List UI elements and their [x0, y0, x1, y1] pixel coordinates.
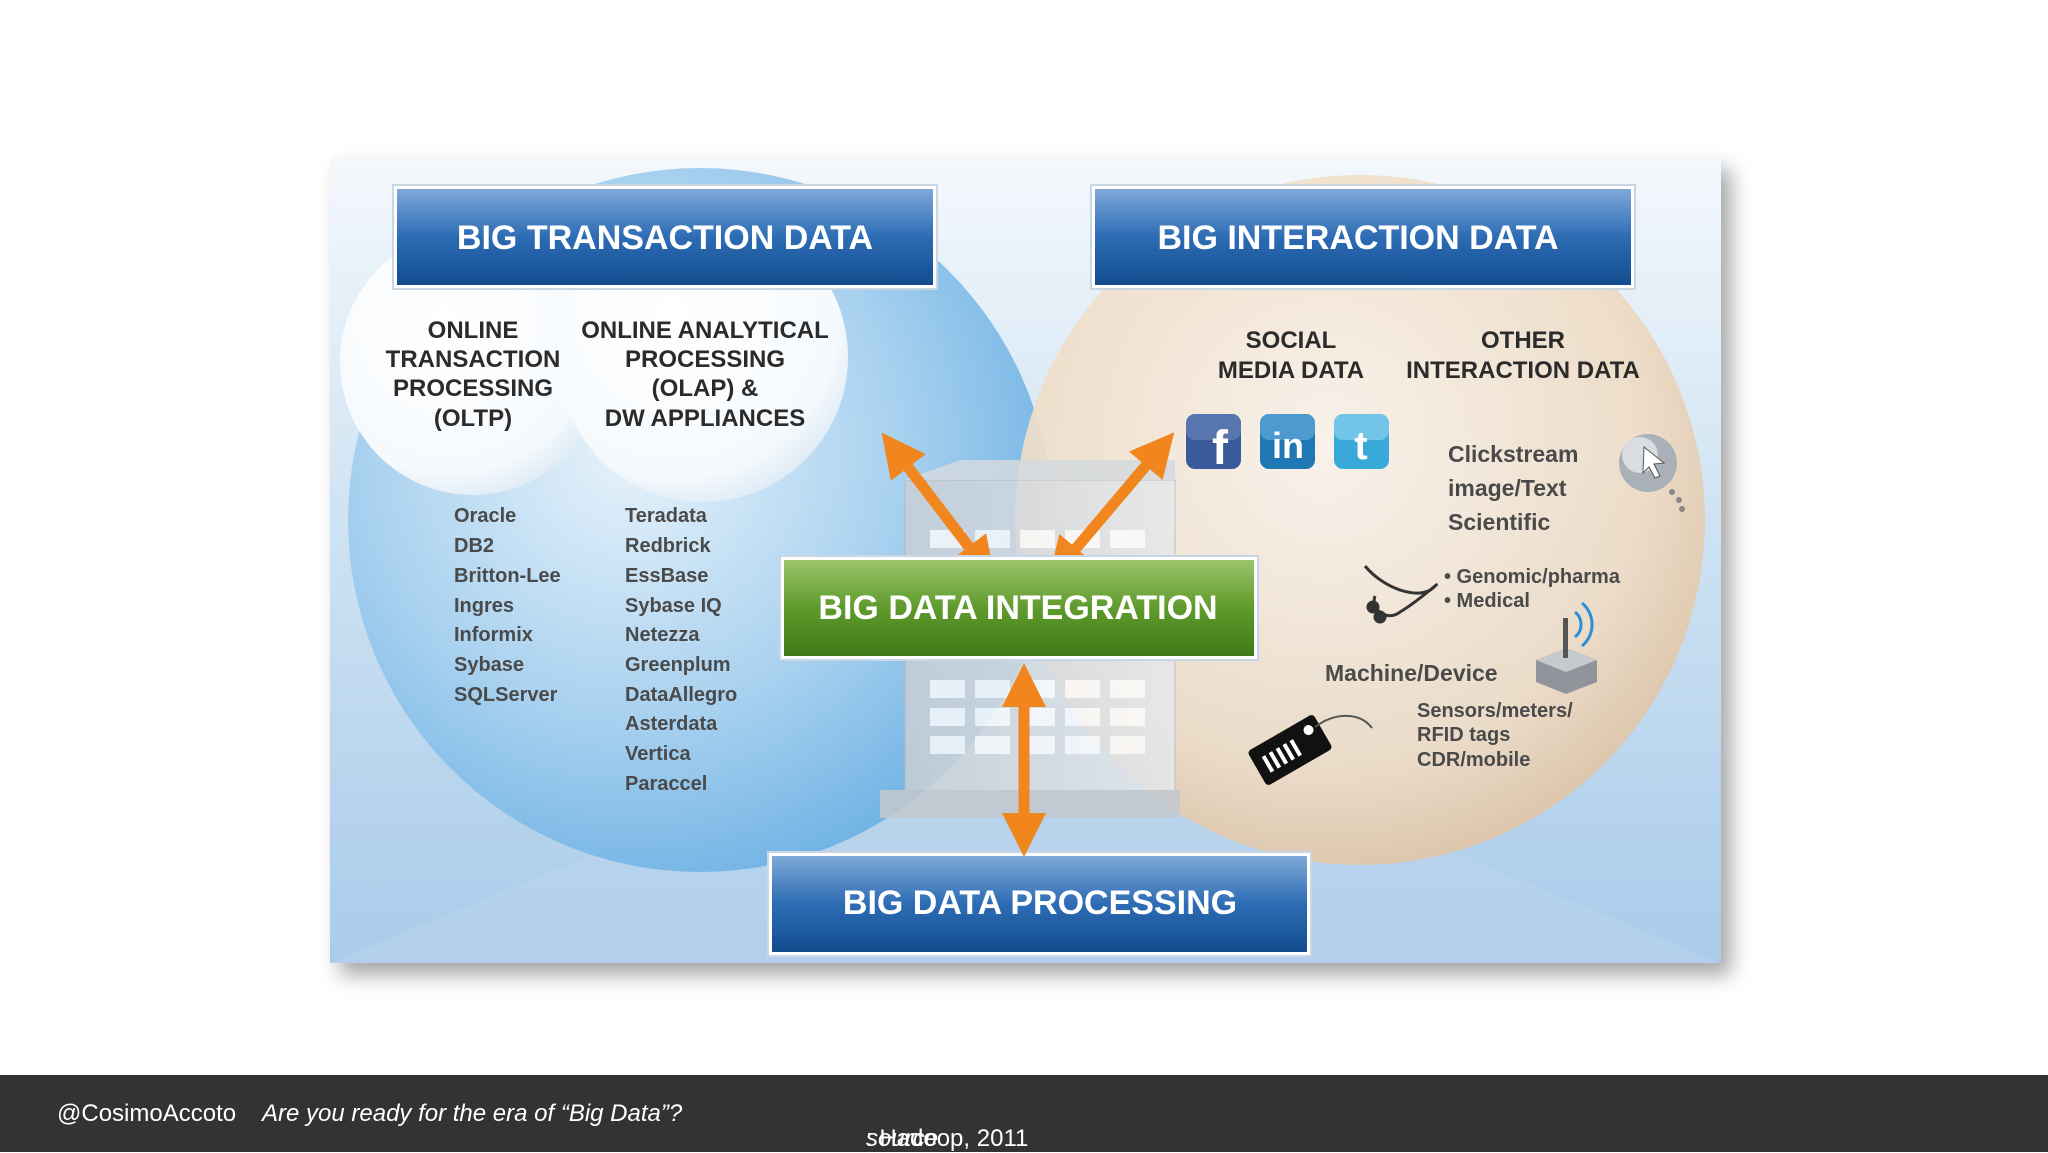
- slide: BIG TRANSACTION DATA BIG INTERACTION DAT…: [330, 157, 1721, 963]
- source-label: source: [866, 1125, 939, 1152]
- machine-item: Sensors/meters/: [1417, 700, 1573, 722]
- linkedin-icon: in: [1260, 414, 1315, 469]
- olap-item: EssBase: [625, 565, 708, 587]
- svg-text:t: t: [1354, 424, 1367, 468]
- olap-item: Sybase IQ: [625, 595, 722, 617]
- olap-title-line: DW APPLIANCES: [605, 405, 805, 432]
- olap-item: Paraccel: [625, 773, 707, 795]
- oltp-item: DB2: [454, 535, 494, 557]
- twitter-icon: t: [1334, 414, 1389, 469]
- oltp-title-line: PROCESSING: [393, 375, 553, 402]
- interaction-header: BIG INTERACTION DATA: [1090, 184, 1636, 290]
- oltp-item: Ingres: [454, 595, 514, 617]
- wireless-device-icon: [1536, 601, 1597, 694]
- social-title-line: MEDIA DATA: [1218, 357, 1364, 384]
- big-data-diagram: BIG TRANSACTION DATA BIG INTERACTION DAT…: [330, 157, 1721, 963]
- processing-header-label: BIG DATA PROCESSING: [843, 884, 1237, 922]
- olap-title-line: PROCESSING: [625, 346, 785, 373]
- oltp-title-line: TRANSACTION: [386, 346, 561, 373]
- olap-item: Vertica: [625, 743, 691, 765]
- oltp-item: Sybase: [454, 654, 524, 676]
- source-value: : Hadoop, 2011: [866, 1125, 1029, 1152]
- transaction-header-label: BIG TRANSACTION DATA: [457, 219, 873, 257]
- olap-item: Greenplum: [625, 654, 731, 676]
- machine-device-label: Machine/Device: [1325, 660, 1498, 686]
- social-title-line: SOCIAL: [1246, 327, 1337, 354]
- footer-bar: @CosimoAccoto Are you ready for the era …: [0, 1075, 2048, 1152]
- clickstream-list: Clickstream image/Text Scientific: [1448, 441, 1578, 535]
- olap-item: DataAllegro: [625, 684, 737, 706]
- olap-title-line: ONLINE ANALYTICAL: [581, 317, 829, 344]
- oltp-title: ONLINE TRANSACTION PROCESSING (OLTP): [386, 317, 561, 432]
- social-title: SOCIAL MEDIA DATA: [1218, 327, 1364, 384]
- integration-box: BIG DATA INTEGRATION: [779, 555, 1259, 661]
- other-title: OTHER INTERACTION DATA: [1406, 327, 1640, 384]
- oltp-item: Britton-Lee: [454, 565, 561, 587]
- other-title-line: OTHER: [1481, 327, 1565, 354]
- globe-icon: [1619, 434, 1685, 512]
- genomic-list: • Genomic/pharma • Medical: [1444, 566, 1621, 612]
- genomic-item: • Medical: [1444, 590, 1530, 612]
- clickstream-item: Scientific: [1448, 509, 1550, 535]
- slide-title: Are you ready for the era of “Big Data”?: [262, 1100, 683, 1127]
- svg-text:f: f: [1212, 422, 1229, 475]
- processing-header: BIG DATA PROCESSING: [767, 851, 1312, 957]
- arrow-transaction: [881, 432, 996, 582]
- integration-label: BIG DATA INTEGRATION: [818, 589, 1217, 627]
- transaction-header: BIG TRANSACTION DATA: [392, 184, 938, 290]
- olap-item: Netezza: [625, 624, 700, 646]
- stethoscope-icon: [1363, 565, 1438, 624]
- facebook-icon: f: [1186, 414, 1241, 475]
- oltp-title-line: ONLINE: [428, 317, 519, 344]
- other-title-line: INTERACTION DATA: [1406, 357, 1640, 384]
- clickstream-item: Clickstream: [1448, 441, 1578, 467]
- arrow-interaction: [1047, 432, 1175, 582]
- integration-arrows: [881, 432, 1175, 857]
- oltp-list: Oracle DB2 Britton-Lee Ingres Informix S…: [454, 505, 561, 706]
- olap-item: Asterdata: [625, 713, 718, 735]
- rfid-tag-icon: [1248, 714, 1373, 785]
- olap-title-line: (OLAP) &: [652, 375, 759, 402]
- author-handle: @CosimoAccoto: [57, 1100, 237, 1127]
- machine-item: RFID tags: [1417, 724, 1510, 746]
- clickstream-item: image/Text: [1448, 475, 1567, 501]
- oltp-item: Oracle: [454, 505, 516, 527]
- oltp-title-line: (OLTP): [434, 405, 512, 432]
- olap-list: Teradata Redbrick EssBase Sybase IQ Nete…: [625, 505, 737, 795]
- genomic-item: • Genomic/pharma: [1444, 566, 1621, 588]
- oltp-item: SQLServer: [454, 684, 558, 706]
- olap-item: Redbrick: [625, 535, 711, 557]
- olap-title: ONLINE ANALYTICAL PROCESSING (OLAP) & DW…: [581, 317, 829, 432]
- oltp-item: Informix: [454, 624, 533, 646]
- machine-list: Sensors/meters/ RFID tags CDR/mobile: [1417, 700, 1573, 771]
- interaction-header-label: BIG INTERACTION DATA: [1157, 219, 1558, 257]
- oltp-circle: [340, 229, 606, 495]
- olap-item: Teradata: [625, 505, 708, 527]
- interaction-circle: [1015, 175, 1705, 865]
- svg-text:in: in: [1272, 425, 1304, 466]
- machine-item: CDR/mobile: [1417, 749, 1530, 771]
